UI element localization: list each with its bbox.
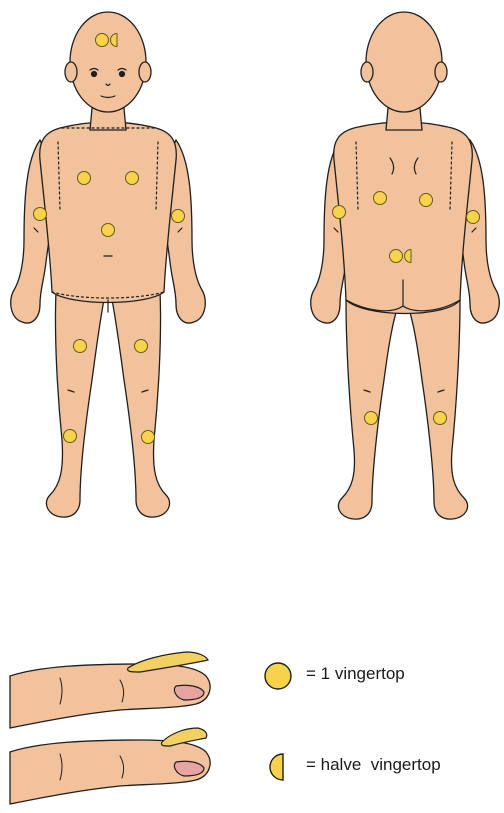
- front-right-leg: [46, 292, 104, 517]
- dot-back-shoulder-right: [374, 192, 387, 205]
- dot-front-arm-right: [34, 208, 47, 221]
- finger-full-dose: [10, 652, 210, 728]
- dot-back-arm-right: [333, 206, 346, 219]
- back-left-leg: [408, 300, 468, 519]
- circle-icon: [265, 663, 291, 689]
- dot-back-calf-left: [434, 412, 447, 425]
- legend: [265, 663, 291, 780]
- back-ear-left: [435, 62, 447, 82]
- finger-half-dose: [10, 728, 210, 804]
- dot-front-abdomen: [102, 224, 115, 237]
- back-ear-right: [361, 62, 373, 82]
- child-figure-back: [311, 12, 500, 519]
- dot-front-shin-left: [142, 431, 155, 444]
- dot-front-thigh-right: [74, 340, 87, 353]
- child-figure-front: [11, 12, 206, 517]
- legend-full-dose-label: = 1 vingertop: [306, 664, 405, 684]
- front-ear-left: [139, 62, 151, 82]
- dot-back-shoulder-left: [420, 194, 433, 207]
- dot-front-shin-right: [64, 430, 77, 443]
- dot-front-thigh-left: [135, 340, 148, 353]
- dot-back-lower-back: [390, 250, 403, 263]
- dot-back-calf-right: [365, 412, 378, 425]
- dot-front-chest-left: [126, 172, 139, 185]
- front-ear-right: [65, 62, 77, 82]
- dot-front-arm-left: [172, 210, 185, 223]
- half-circle-icon: [270, 754, 283, 780]
- legend-half-dose-label: = halve vingertop: [306, 755, 441, 775]
- front-left-leg: [112, 292, 170, 517]
- back-right-leg: [338, 300, 398, 519]
- dot-front-forehead: [96, 34, 109, 47]
- back-head: [366, 12, 442, 112]
- front-torso: [40, 122, 177, 303]
- dot-front-chest-right: [78, 172, 91, 185]
- dot-back-arm-left: [467, 211, 480, 224]
